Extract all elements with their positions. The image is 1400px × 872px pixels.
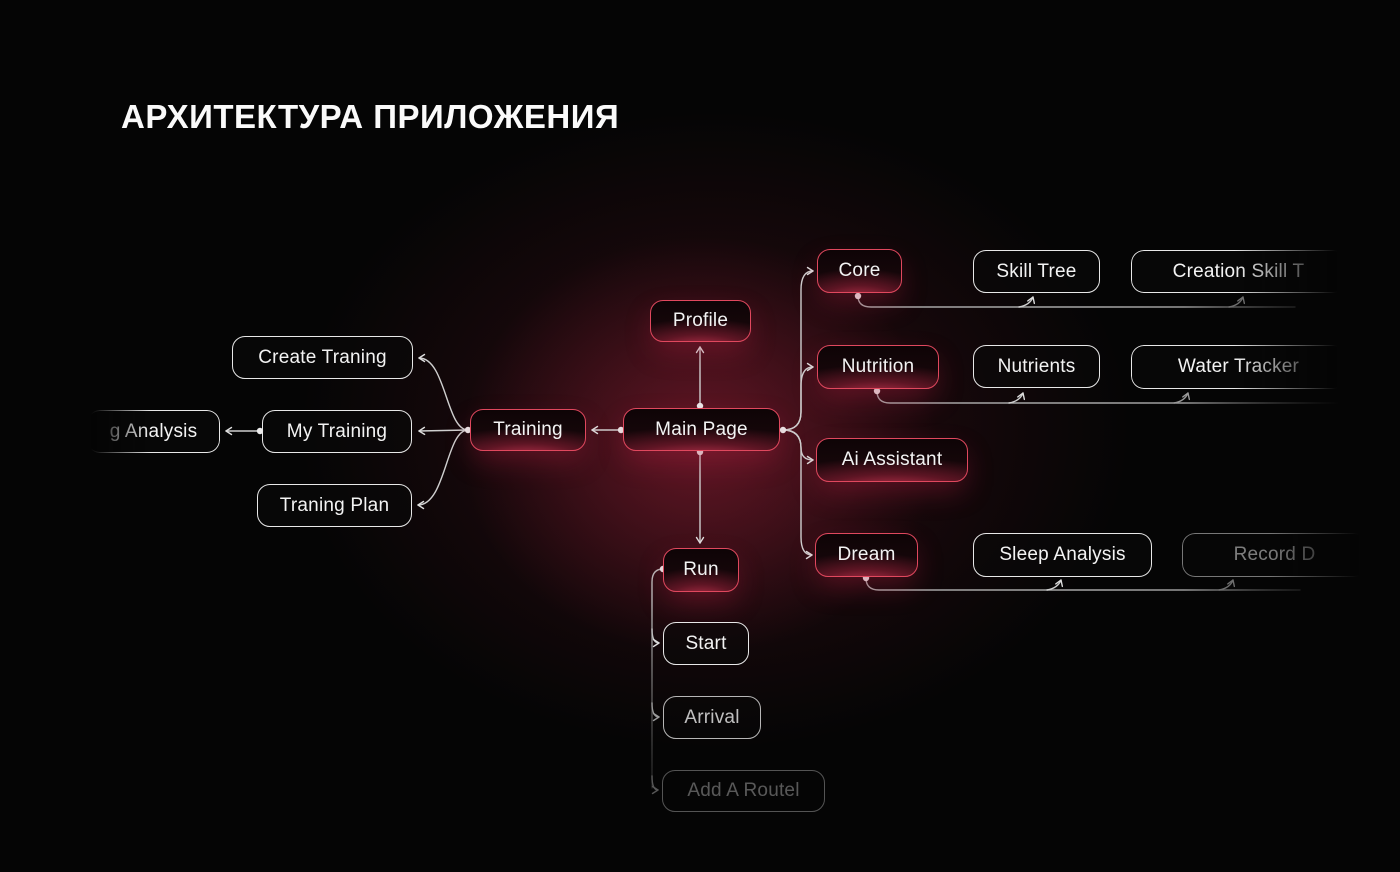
node-label: Ai Assistant: [841, 449, 943, 470]
node-sleep-analysis[interactable]: Sleep Analysis: [973, 533, 1152, 577]
node-label: Main Page: [655, 418, 748, 440]
node-skill-tree[interactable]: Skill Tree: [973, 250, 1100, 293]
node-label: Run: [683, 559, 719, 580]
node-label: Profile: [672, 310, 729, 331]
node-label: Start: [685, 632, 727, 654]
node-label: Creation Skill T: [1172, 260, 1305, 282]
node-traning-plan[interactable]: Traning Plan: [257, 484, 412, 527]
node-water-tracker[interactable]: Water Tracker: [1131, 345, 1346, 389]
page-title: АРХИТЕКТУРА ПРИЛОЖЕНИЯ: [121, 98, 620, 135]
node-traning-analysis[interactable]: g Analysis: [87, 410, 220, 453]
node-label: Nutrition: [841, 356, 915, 377]
node-label: Create Traning: [258, 346, 387, 368]
node-label: Training: [493, 419, 563, 440]
node-label: Sleep Analysis: [999, 544, 1126, 565]
node-label: My Training: [286, 420, 388, 442]
node-main-page[interactable]: Main Page: [623, 408, 780, 451]
node-label: g Analysis: [109, 420, 198, 442]
node-ai-assistant[interactable]: Ai Assistant: [816, 438, 968, 482]
node-profile[interactable]: Profile: [650, 300, 751, 342]
node-label: Water Tracker: [1177, 356, 1300, 377]
node-nutrients[interactable]: Nutrients: [973, 345, 1100, 388]
node-arrival[interactable]: Arrival: [663, 696, 761, 739]
node-dream[interactable]: Dream: [815, 533, 918, 577]
node-core[interactable]: Core: [817, 249, 902, 293]
node-record[interactable]: Record D: [1182, 533, 1367, 577]
node-run[interactable]: Run: [663, 548, 739, 592]
node-creation-skill[interactable]: Creation Skill T: [1131, 250, 1346, 293]
node-label: Dream: [837, 544, 896, 565]
node-nutrition[interactable]: Nutrition: [817, 345, 939, 389]
node-training[interactable]: Training: [470, 409, 586, 451]
node-create-traning[interactable]: Create Traning: [232, 336, 413, 379]
node-label: Add A Routel: [687, 780, 800, 801]
node-label: Traning Plan: [279, 494, 390, 516]
node-my-training[interactable]: My Training: [262, 410, 412, 453]
node-start[interactable]: Start: [663, 622, 749, 665]
node-label: Nutrients: [997, 355, 1076, 377]
node-label: Skill Tree: [996, 260, 1077, 282]
node-add-a-routel[interactable]: Add A Routel: [662, 770, 825, 812]
node-label: Core: [838, 260, 881, 281]
node-label: Record D: [1233, 544, 1316, 565]
node-label: Arrival: [684, 706, 740, 728]
